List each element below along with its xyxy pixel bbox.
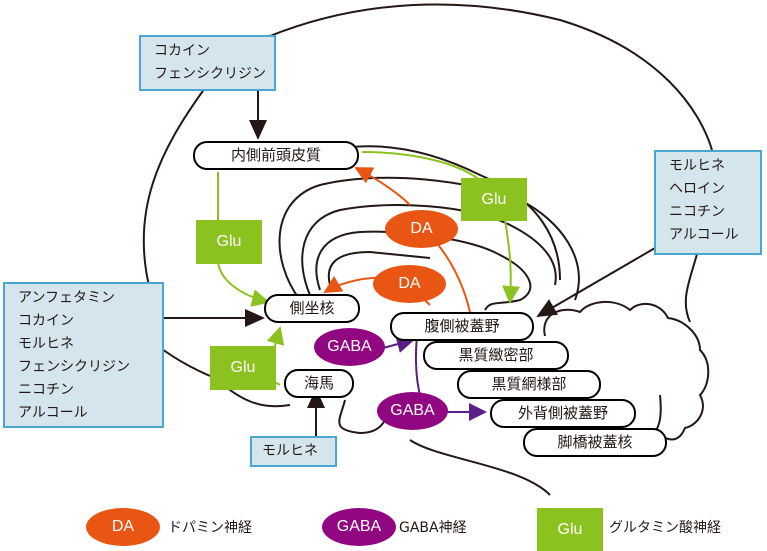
region-hippocampus: 海馬 [284, 369, 354, 398]
cortex-outline [269, 3, 713, 151]
arrow-right-drugs-to-vta [536, 247, 656, 318]
drug-label: フェンシクリジン [154, 66, 266, 82]
legend-da-swatch: DA [86, 508, 160, 546]
drug-box-bottom: モルヒネ [250, 436, 337, 467]
gaba-badge-vta: GABA [377, 392, 448, 430]
brainstem-outline [409, 439, 551, 496]
region-substantia-nigra-reticulata: 黒質網様部 [457, 370, 601, 399]
gaba-path-nac-to-vta [382, 335, 415, 353]
legend-gaba-label: GABA神経 [399, 520, 467, 536]
drug-label: アンフェタミン [18, 290, 116, 306]
drug-label: ニコチン [669, 204, 725, 220]
drug-box-top: コカイン フェンシクリジン [139, 35, 276, 91]
glu-badge-mpfc-vta: Glu [461, 178, 527, 221]
cortex-outline-left [142, 87, 206, 291]
glu-path-mpfc-to-nac [217, 172, 268, 302]
drug-label: アルコール [669, 227, 739, 243]
drug-label: フェンシクリジン [18, 359, 130, 375]
glu-badge-hippocampus: Glu [210, 346, 276, 390]
drug-label: ニコチン [18, 382, 74, 398]
drug-label: コカイン [154, 43, 210, 59]
drug-label: モルヒネ [18, 336, 74, 352]
legend-glu-swatch: Glu [537, 508, 603, 551]
region-laterodorsal-tegmental: 外背側被蓋野 [490, 399, 636, 428]
drug-label: モルヒネ [262, 443, 318, 459]
drug-label: モルヒネ [669, 158, 725, 174]
drug-label: アルコール [18, 405, 88, 421]
legend-da-label: ドパミン神経 [168, 520, 252, 536]
cortex-outline-right [684, 253, 698, 323]
da-badge-nac: DA [373, 265, 446, 303]
drug-label: ヘロイン [669, 181, 725, 197]
legend-gaba-swatch: GABA [322, 508, 396, 546]
region-nucleus-accumbens: 側坐核 [264, 294, 360, 323]
drug-box-left: アンフェタミン コカイン モルヒネ フェンシクリジン ニコチン アルコール [3, 282, 164, 428]
drug-box-right: モルヒネ ヘロイン ニコチン アルコール [654, 150, 762, 255]
region-pedunculopontine-tegmental: 脚橋被蓋核 [523, 428, 667, 457]
legend-glu-label: グルタミン酸神経 [609, 520, 721, 536]
gaba-badge-nac: GABA [314, 328, 385, 366]
drug-label: コカイン [18, 313, 74, 329]
region-ventral-tegmental-area: 腹側被蓋野 [390, 312, 534, 341]
glu-path-mpfc-to-vta [361, 151, 511, 302]
cerebellum-outline [543, 301, 710, 441]
glu-badge-mpfc-nac: Glu [196, 220, 262, 264]
region-medial-prefrontal-cortex: 内側前頭皮質 [193, 141, 359, 170]
region-substantia-nigra-compacta: 黒質緻密部 [423, 341, 569, 370]
da-badge-mpfc: DA [385, 210, 458, 248]
